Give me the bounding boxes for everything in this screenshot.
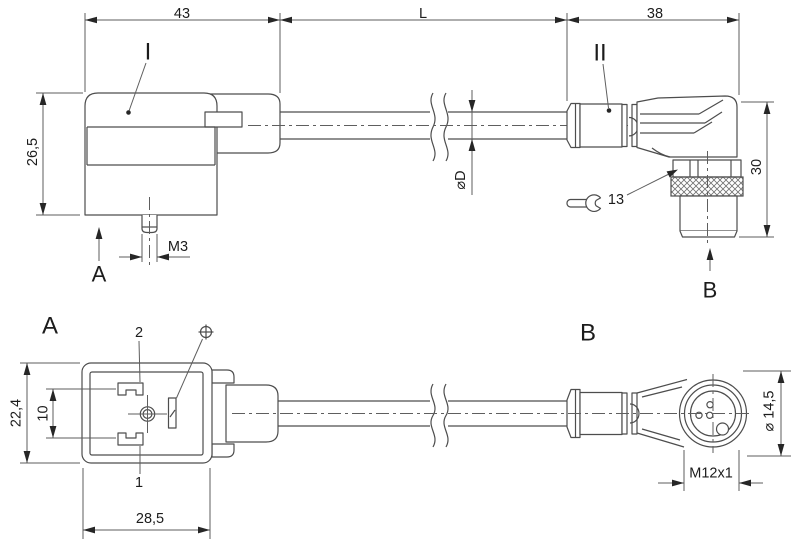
pin-slot-1 — [117, 432, 144, 446]
view-a-heading: A — [42, 313, 58, 340]
dim-22-4-label: 22,4 — [9, 399, 25, 427]
dim-m12x1-label: M12x1 — [689, 466, 733, 482]
thread-stud — [679, 195, 738, 232]
dim-28-5-label: 28,5 — [136, 511, 164, 527]
dimension-28-5: 28,5 — [82, 468, 211, 539]
view-arrow-a-label: A — [92, 262, 107, 287]
view-a: A 2 1 — [9, 313, 567, 539]
wrench-size-label: 13 — [608, 192, 624, 208]
dim-diameter-d-label: ⌀D — [453, 170, 469, 189]
dim-43-label: 43 — [174, 6, 190, 22]
pin-slot-2 — [117, 382, 144, 396]
top-view: 43 L 38 26,5 I — [25, 6, 774, 303]
pin-2-label: 2 — [135, 325, 143, 341]
latch-tab — [204, 111, 243, 128]
view-arrow-b: B — [703, 248, 718, 303]
cable-break-icon — [430, 383, 436, 448]
view-arrow-b-label: B — [703, 278, 718, 303]
pin-1-label: 1 — [135, 475, 143, 491]
cable-side — [248, 92, 641, 162]
dim-10-label: 10 — [36, 405, 52, 421]
strain-relief-bell — [566, 102, 581, 149]
cable-bottom — [278, 383, 567, 448]
dimension-chain-top: 43 L 38 — [84, 6, 740, 101]
m12-connector-side — [566, 95, 744, 246]
dim-38-label: 38 — [647, 6, 663, 22]
view-b: B M12x1 — [232, 320, 791, 491]
connector-i-label: I — [145, 39, 152, 66]
view-b-heading: B — [580, 320, 596, 347]
dimension-cable-diameter: ⌀D — [453, 90, 476, 195]
wrench-icon — [585, 194, 602, 213]
leader-dot — [606, 108, 612, 113]
leader-dot — [126, 110, 131, 115]
connector-ii-label: II — [593, 40, 606, 67]
valve-connector-side — [84, 92, 281, 267]
callout-connector-ii: II — [593, 40, 612, 113]
dim-30-label: 30 — [749, 159, 765, 175]
earth-symbol-icon — [176, 324, 214, 399]
dim-L-label: L — [419, 6, 427, 22]
dimension-26-5: 26,5 — [25, 92, 83, 216]
dim-14-5-label: ⌀ 14,5 — [762, 391, 778, 432]
dimension-m3: M3 — [119, 234, 190, 262]
dim-m3-label: M3 — [168, 239, 188, 255]
contact-pin — [706, 401, 714, 409]
callout-connector-i: I — [126, 39, 151, 115]
dimension-14-5: ⌀ 14,5 — [743, 370, 791, 457]
dimension-10: 10 — [36, 388, 116, 439]
dimension-m12x1: M12x1 — [658, 450, 763, 491]
cable-break-icon — [443, 92, 449, 162]
dimension-30: 30 — [739, 101, 774, 238]
cable-break-icon — [430, 92, 436, 162]
dim-26-5-label: 26,5 — [25, 138, 41, 166]
cable-break-icon — [443, 383, 449, 448]
keyway-notch — [715, 422, 730, 436]
dimension-22-4: 22,4 — [9, 362, 80, 464]
angled-housing — [636, 95, 738, 158]
wrench-callout: 13 — [566, 169, 678, 213]
view-arrow-a: A — [92, 227, 107, 287]
